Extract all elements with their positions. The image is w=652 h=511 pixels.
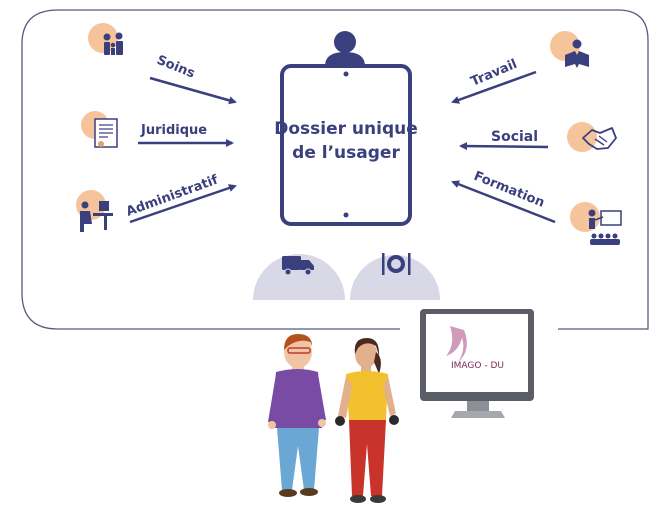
- diagram-frame: [21, 9, 649, 330]
- icon-backdrop: [570, 202, 600, 232]
- category-label-soins: Soins: [155, 53, 198, 82]
- category-label-juridique: Juridique: [140, 123, 207, 138]
- delivery-truck-icon: [282, 256, 314, 276]
- brand-text: IMAGO - DU: [451, 361, 504, 371]
- tablet: [280, 64, 412, 226]
- certificate-icon: [94, 118, 118, 148]
- center-title-line2: de l’usager: [292, 143, 400, 163]
- arrow-soins: [149, 76, 237, 105]
- family-icon: [103, 32, 123, 55]
- meal-section: [350, 253, 440, 300]
- category-label-travail: Travail: [469, 57, 520, 90]
- category-juridique: Juridique: [81, 111, 234, 148]
- user-avatar-icon: [325, 31, 365, 66]
- arrow-travail: [451, 70, 537, 104]
- classroom-icon: [588, 209, 622, 245]
- arrow-formation: [451, 180, 556, 224]
- category-soins: Soins: [88, 23, 237, 105]
- reading-person-icon: [565, 39, 589, 68]
- icon-backdrop: [88, 23, 118, 53]
- arrow-social: [459, 142, 549, 151]
- butterfly-logo-icon: [446, 326, 467, 362]
- arrow-administratif: [129, 184, 237, 224]
- handshake-icon: [582, 127, 617, 150]
- icon-backdrop: [567, 122, 597, 152]
- man-figure: [268, 334, 326, 497]
- monitor: IMAGO - DU: [420, 309, 534, 418]
- category-travail: Travail: [451, 31, 589, 104]
- category-administratif: Administratif: [76, 173, 237, 232]
- category-formation: Formation: [451, 169, 622, 245]
- meal-plate-icon: [382, 253, 411, 275]
- center-title-line1: Dossier unique: [274, 119, 418, 139]
- desk-worker-icon: [80, 201, 113, 232]
- category-social: Social: [459, 122, 617, 152]
- category-label-social: Social: [491, 129, 538, 145]
- delivery-section: [253, 254, 345, 300]
- woman-figure: [335, 338, 399, 503]
